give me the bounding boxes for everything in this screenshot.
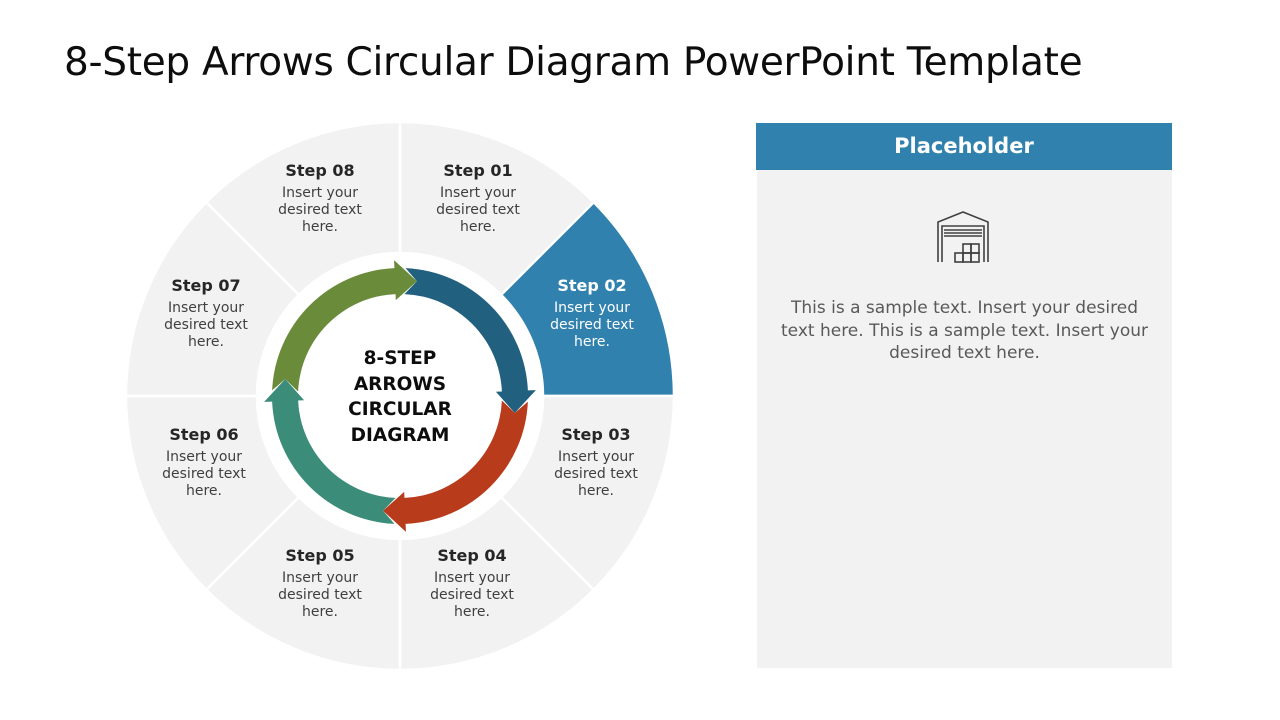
arrow-teal: [264, 379, 396, 524]
step-body: Insert your desired text here.: [550, 300, 634, 350]
step-05: Step 05 Insert your desired text here.: [255, 547, 385, 621]
step-01: Step 01 Insert your desired text here.: [413, 162, 543, 236]
arrow-red: [383, 400, 528, 532]
step-body: Insert your desired text here.: [278, 570, 362, 620]
step-body: Insert your desired text here.: [278, 185, 362, 235]
step-body: Insert your desired text here.: [554, 449, 638, 499]
placeholder-panel: Placeholder This is a sample text. Inser…: [756, 123, 1172, 668]
step-title: Step 08: [285, 161, 355, 180]
step-title: Step 02: [557, 276, 627, 295]
step-body: Insert your desired text here.: [436, 185, 520, 235]
step-title: Step 03: [561, 425, 631, 444]
step-title: Step 06: [169, 425, 239, 444]
diagram-center-label: 8-STEP ARROWS CIRCULAR DIAGRAM: [348, 348, 452, 447]
step-body: Insert your desired text here.: [164, 300, 248, 350]
sector-step-08[interactable]: [204, 120, 402, 297]
step-title: Step 04: [437, 546, 507, 565]
step-body: Insert your desired text here.: [430, 570, 514, 620]
panel-header: Placeholder: [756, 123, 1172, 170]
step-04: Step 04 Insert your desired text here.: [407, 547, 537, 621]
slide-title: 8-Step Arrows Circular Diagram PowerPoin…: [64, 40, 1083, 85]
step-03: Step 03 Insert your desired text here.: [531, 426, 661, 500]
step-06: Step 06 Insert your desired text here.: [139, 426, 269, 500]
arrow-blue: [404, 268, 536, 413]
step-08: Step 08 Insert your desired text here.: [255, 162, 385, 236]
arrow-green: [272, 260, 417, 392]
panel-body-text: This is a sample text. Insert your desir…: [781, 298, 1148, 363]
step-title: Step 01: [443, 161, 513, 180]
step-title: Step 05: [285, 546, 355, 565]
step-title: Step 07: [171, 276, 241, 295]
step-07: Step 07 Insert your desired text here.: [141, 277, 271, 351]
warehouse-icon: [937, 211, 989, 263]
step-body: Insert your desired text here.: [162, 449, 246, 499]
step-02: Step 02 Insert your desired text here.: [527, 277, 657, 351]
